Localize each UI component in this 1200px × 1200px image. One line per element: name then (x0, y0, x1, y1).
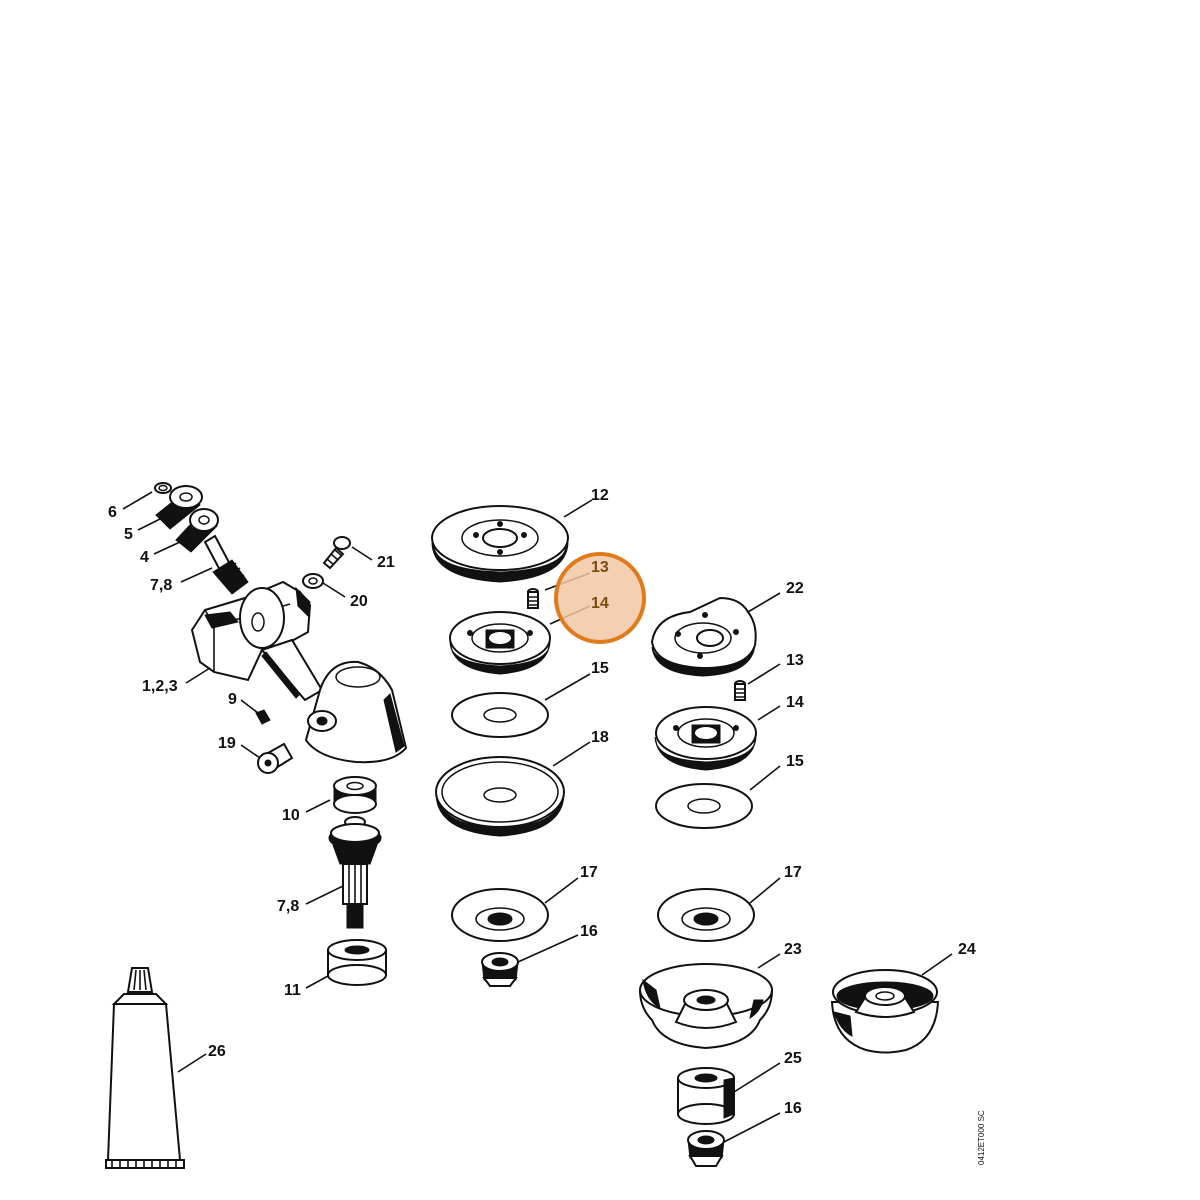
callout-1-2-3[interactable]: 1,2,3 (142, 678, 178, 695)
callout-22[interactable]: 22 (786, 580, 804, 597)
callout-10[interactable]: 10 (282, 807, 300, 824)
part-13-screw-right[interactable] (734, 680, 746, 701)
callout-15-right[interactable]: 15 (786, 753, 804, 770)
callout-14-right[interactable]: 14 (786, 694, 804, 711)
part-17-thrust-plate-right[interactable] (657, 888, 755, 942)
callout-16-right[interactable]: 16 (784, 1100, 802, 1117)
part-5-bearing[interactable] (155, 485, 203, 530)
callout-11[interactable]: 11 (284, 982, 301, 999)
part-26-grease-tube[interactable] (105, 967, 185, 1169)
callout-19[interactable]: 19 (218, 735, 236, 752)
callout-15-center[interactable]: 15 (591, 660, 609, 677)
callout-23[interactable]: 23 (784, 941, 802, 958)
part-17-thrust-plate-center[interactable] (451, 888, 549, 942)
callout-25[interactable]: 25 (784, 1050, 802, 1067)
part-7-8-bevel-gear-shaft[interactable] (328, 816, 382, 929)
callout-17-center[interactable]: 17 (580, 864, 598, 881)
callout-18[interactable]: 18 (591, 729, 609, 746)
callout-5[interactable]: 5 (124, 526, 133, 543)
part-4-bearing[interactable] (175, 508, 219, 553)
callout-7-8-upper[interactable]: 7,8 (150, 577, 172, 594)
part-7-8-bevel-pinion-upper[interactable] (203, 534, 249, 595)
part-1-2-3-gear-housing[interactable] (190, 580, 408, 764)
part-13-screw-center[interactable] (527, 588, 539, 609)
part-6-circlip[interactable] (154, 482, 172, 494)
part-16-nut-right[interactable] (687, 1130, 725, 1167)
callout-13-highlighted[interactable]: 13 (591, 559, 609, 576)
part-15-washer-right[interactable] (655, 783, 753, 829)
callout-16-center[interactable]: 16 (580, 923, 598, 940)
callout-14-highlighted[interactable]: 14 (591, 595, 609, 612)
part-15-washer-center[interactable] (451, 692, 549, 738)
part-16-nut-center[interactable] (481, 952, 519, 987)
part-23-mowing-cup[interactable] (638, 963, 774, 1050)
callout-13-right[interactable]: 13 (786, 652, 804, 669)
part-24-mowing-cup[interactable] (830, 969, 940, 1054)
callout-12[interactable]: 12 (591, 487, 609, 504)
part-12-thrust-plate[interactable] (431, 505, 569, 583)
callout-6[interactable]: 6 (108, 504, 117, 521)
callout-21[interactable]: 21 (377, 554, 395, 571)
callout-4[interactable]: 4 (140, 549, 149, 566)
callout-26[interactable]: 26 (208, 1043, 226, 1060)
callout-7-8-lower[interactable]: 7,8 (277, 898, 299, 915)
callout-17-right[interactable]: 17 (784, 864, 802, 881)
part-25-spacer[interactable] (677, 1067, 735, 1125)
part-10-bearing[interactable] (333, 776, 377, 814)
drawing-code: 0412ET000 SC (977, 1110, 986, 1165)
part-18-dish[interactable] (435, 756, 565, 837)
callout-20[interactable]: 20 (350, 593, 368, 610)
part-22-thrust-plate[interactable] (650, 596, 757, 677)
part-20-washer[interactable] (302, 573, 324, 589)
part-9-plug[interactable] (255, 709, 271, 725)
callout-9[interactable]: 9 (228, 691, 237, 708)
callout-24[interactable]: 24 (958, 941, 976, 958)
part-14-thrust-washer-right[interactable] (654, 706, 757, 771)
part-19-screw-plug[interactable] (257, 742, 294, 774)
part-11-bearing[interactable] (327, 939, 387, 986)
highlight-circle (554, 552, 646, 644)
part-21-screw[interactable] (322, 536, 351, 570)
part-14-thrust-washer-center[interactable] (449, 611, 551, 675)
callout-labels: 6 5 4 7,8 1,2,3 21 20 9 19 10 7,8 11 26 … (108, 487, 976, 1117)
